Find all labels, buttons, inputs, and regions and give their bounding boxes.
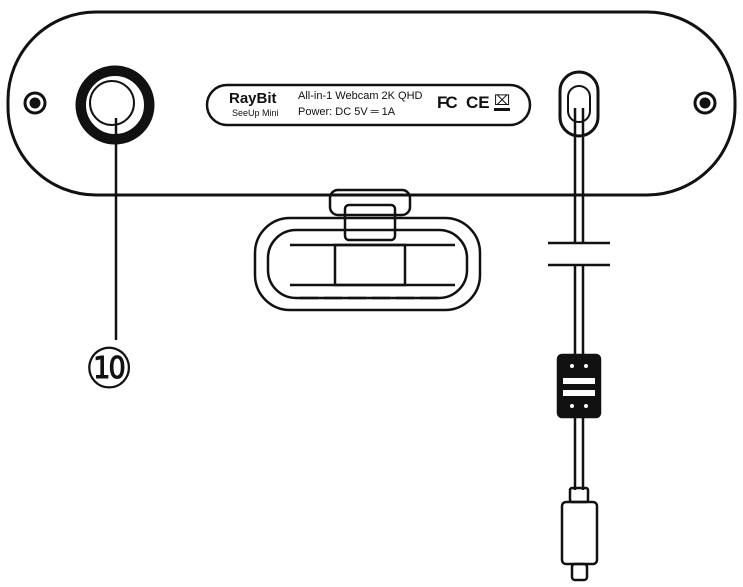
power-rating: Power: DC 5V ═ 1A xyxy=(298,106,396,118)
callout-number-10: ⑩ xyxy=(84,337,135,400)
brand-logo: RayBit xyxy=(229,90,277,107)
ce-mark: CE xyxy=(466,93,490,112)
webcam-body xyxy=(6,10,737,197)
weee-icon: ⌧ xyxy=(494,92,511,111)
rotation-knob xyxy=(75,65,155,145)
model-name: SeeUp Mini xyxy=(232,108,279,118)
cable-port xyxy=(558,70,600,138)
product-label-plate xyxy=(205,83,532,127)
ferrite-core xyxy=(556,353,602,419)
left-screw-icon xyxy=(23,91,47,115)
usb-cable xyxy=(548,108,610,582)
usb-c-plug xyxy=(568,486,590,504)
right-screw-icon xyxy=(693,91,717,115)
product-name: All-in-1 Webcam 2K QHD xyxy=(298,90,423,102)
mounting-clip xyxy=(253,188,482,312)
fcc-mark: FC xyxy=(437,93,458,112)
